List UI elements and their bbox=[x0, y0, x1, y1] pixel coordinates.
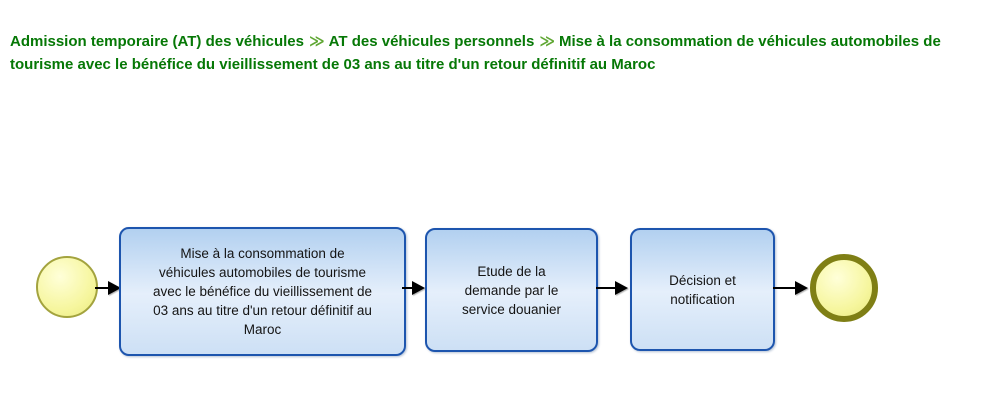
breadcrumb-separator-icon: ≫ bbox=[308, 33, 325, 50]
task-decision-notification: Décision et notification bbox=[630, 228, 775, 351]
start-event-circle bbox=[36, 256, 98, 318]
task-mise-a-la-consommation: Mise à la consommation de véhicules auto… bbox=[119, 227, 406, 356]
breadcrumb-current-page: Mise à la consommation de véhicules auto… bbox=[10, 33, 941, 73]
breadcrumb-link-at-vehicules-personnels[interactable]: AT des véhicules personnels bbox=[328, 33, 535, 50]
sequence-flow-arrow bbox=[773, 277, 809, 299]
sequence-flow-arrow bbox=[95, 277, 122, 299]
breadcrumb-separator-icon: ≫ bbox=[539, 33, 555, 50]
sequence-flow-arrow bbox=[596, 277, 629, 299]
sequence-flow-arrow bbox=[402, 277, 426, 299]
breadcrumb: Admission temporaire (AT) des véhicules≫… bbox=[10, 30, 968, 76]
task-label: Etude de la demande par le service douan… bbox=[461, 263, 562, 317]
end-event-circle bbox=[810, 254, 878, 322]
task-label: Mise à la consommation de véhicules auto… bbox=[152, 246, 373, 337]
breadcrumb-link-admission-temporaire[interactable]: Admission temporaire (AT) des véhicules bbox=[10, 33, 304, 50]
task-etude-demande: Etude de la demande par le service douan… bbox=[425, 228, 598, 352]
task-label: Décision et notification bbox=[669, 272, 736, 307]
